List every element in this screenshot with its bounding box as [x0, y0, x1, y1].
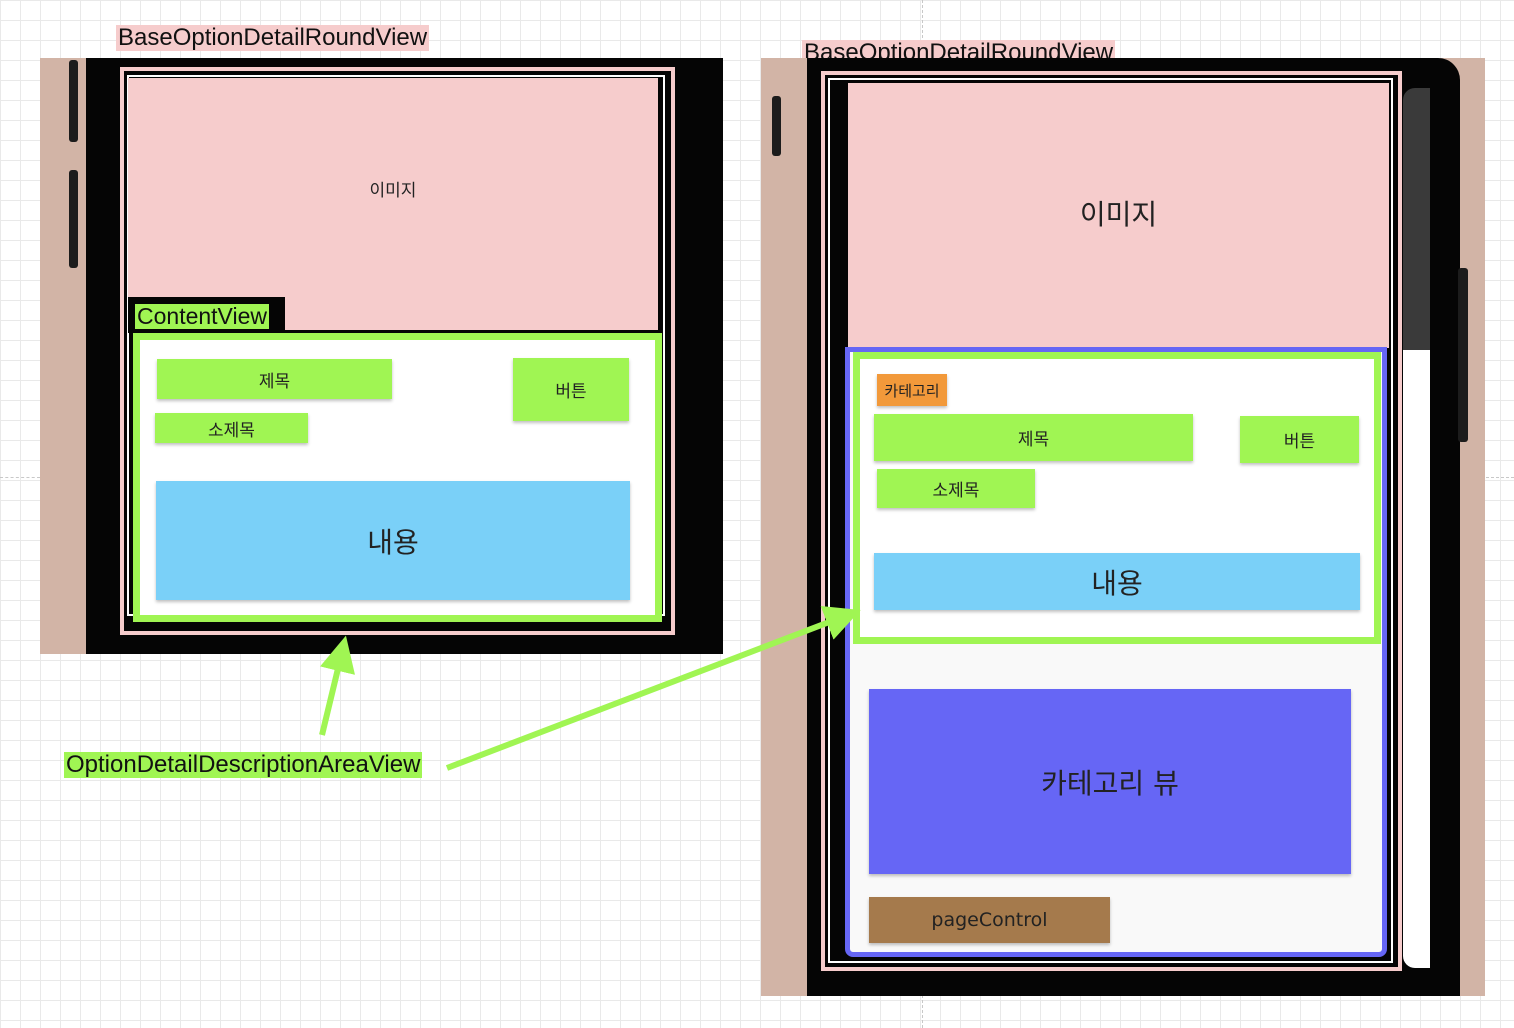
left-button-label: 버튼 — [555, 382, 587, 402]
left-round-view-outline — [120, 67, 675, 635]
left-image-label: 이미지 — [369, 180, 417, 201]
guide-line-horizontal-left — [0, 477, 40, 478]
left-subtitle-label: 소제목 — [208, 420, 255, 441]
annotation-label: OptionDetailDescriptionAreaView — [64, 751, 423, 778]
right-screen-edge — [1403, 88, 1430, 350]
right-category-badge: 카테고리 — [877, 374, 947, 406]
left-content-label: 내용 — [367, 525, 419, 559]
right-phone-side-button-2 — [1458, 268, 1468, 442]
left-content-box: 내용 — [156, 481, 630, 600]
right-button-box: 버튼 — [1240, 416, 1359, 463]
right-category-view-label: 카테고리 뷰 — [1041, 766, 1179, 800]
left-subtitle-box: 소제목 — [155, 413, 308, 443]
right-image-area: 이미지 — [848, 83, 1389, 348]
left-image-area: 이미지 — [128, 78, 658, 330]
arrow-to-right-content-view — [445, 606, 861, 771]
right-title-label: 제목 — [1017, 430, 1050, 450]
left-button-box: 버튼 — [513, 358, 629, 421]
left-title-label: 제목 — [258, 371, 291, 392]
right-content-box: 내용 — [874, 553, 1360, 610]
right-title-box: 제목 — [874, 414, 1193, 461]
arrow-to-left-content-view — [319, 635, 356, 736]
right-category-label: 카테고리 — [884, 381, 940, 400]
right-subtitle-label: 소제목 — [932, 481, 980, 501]
right-category-view: 카테고리 뷰 — [869, 689, 1351, 874]
left-phone-side-button-2 — [69, 170, 78, 268]
right-content-label: 내용 — [1091, 566, 1143, 600]
left-title-box: 제목 — [157, 359, 392, 399]
left-diagram-title: BaseOptionDetailRoundView — [116, 24, 430, 51]
right-button-label: 버튼 — [1283, 432, 1316, 452]
right-page-control: pageControl — [869, 897, 1110, 943]
right-phone-side-button-1 — [772, 96, 781, 156]
left-phone-side-button-1 — [69, 60, 78, 142]
right-subtitle-box: 소제목 — [877, 469, 1035, 508]
right-page-control-label: pageControl — [931, 909, 1048, 931]
right-round-view-outline — [821, 71, 1402, 971]
right-next-card — [1403, 350, 1430, 968]
left-content-view-label: ContentView — [135, 303, 269, 329]
right-inner-outline — [828, 78, 1393, 963]
right-image-label: 이미지 — [1079, 197, 1158, 231]
guide-line-horizontal-right — [1486, 477, 1514, 478]
